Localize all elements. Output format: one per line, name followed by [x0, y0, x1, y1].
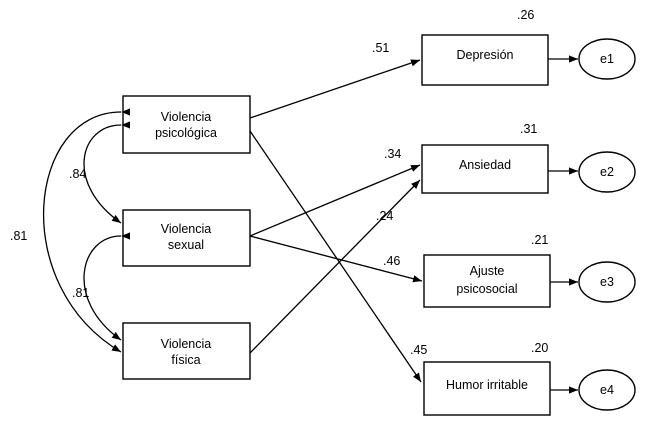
node-label-line: psicosocial — [456, 282, 517, 296]
node-label-line: Humor irritable — [446, 378, 528, 392]
coef-fisica-ansiedad: .24 — [376, 209, 393, 223]
node-label-line: Violencia — [161, 337, 212, 351]
node-violencia-fisica: Violencia física — [122, 322, 251, 380]
coef-sexual-ajuste: .46 — [383, 254, 400, 268]
path-sexual-ansiedad — [249, 164, 421, 237]
node-ajuste-psicosocial: Ajuste psicosocial — [423, 254, 551, 308]
path-psicologica-depresion — [249, 59, 421, 119]
error-label: e4 — [600, 383, 614, 397]
corr-psicologica-sexual — [83, 121, 131, 224]
path-psicologica-humor — [249, 130, 422, 383]
r-squared-ansiedad: .31 — [520, 122, 537, 136]
corr-psicologica-fisica — [43, 108, 131, 353]
r-squared-depresion: .26 — [517, 8, 534, 22]
path-fisica-ansiedad — [249, 179, 421, 354]
node-label-line: Depresión — [457, 48, 514, 62]
error-e2: e2 — [578, 151, 636, 193]
error-e4: e4 — [578, 369, 636, 411]
corr-label-psicologica-fisica: .81 — [10, 229, 27, 243]
error-e1: e1 — [578, 38, 636, 80]
node-label-line: Ajuste — [470, 264, 505, 278]
corr-label-psicologica-sexual: .84 — [69, 167, 86, 181]
node-label-line: física — [171, 353, 200, 367]
node-label-line: Ansiedad — [459, 158, 511, 172]
node-label-line: Violencia — [161, 110, 212, 124]
node-ansiedad: Ansiedad — [421, 144, 549, 194]
r-squared-humor: .20 — [531, 341, 548, 355]
node-label-line: psicológica — [155, 126, 217, 140]
node-depresion: Depresión — [421, 34, 549, 86]
error-label: e3 — [600, 275, 614, 289]
node-label-line: Violencia — [161, 222, 212, 236]
r-squared-ajuste: .21 — [531, 233, 548, 247]
node-label-line: sexual — [168, 238, 204, 252]
node-violencia-psicologica: Violencia psicológica — [122, 95, 251, 154]
path-sexual-ajuste — [249, 235, 423, 283]
coef-psicologica-depresion: .51 — [372, 41, 389, 55]
error-label: e2 — [600, 165, 614, 179]
error-label: e1 — [600, 52, 614, 66]
coef-psicologica-humor: .45 — [410, 343, 427, 357]
corr-sexual-fisica — [83, 232, 131, 341]
node-humor-irritable: Humor irritable — [423, 361, 551, 416]
coef-sexual-ansiedad: .34 — [384, 147, 401, 161]
corr-label-sexual-fisica: .81 — [72, 286, 89, 300]
error-e3: e3 — [578, 261, 636, 303]
node-violencia-sexual: Violencia sexual — [122, 209, 251, 267]
